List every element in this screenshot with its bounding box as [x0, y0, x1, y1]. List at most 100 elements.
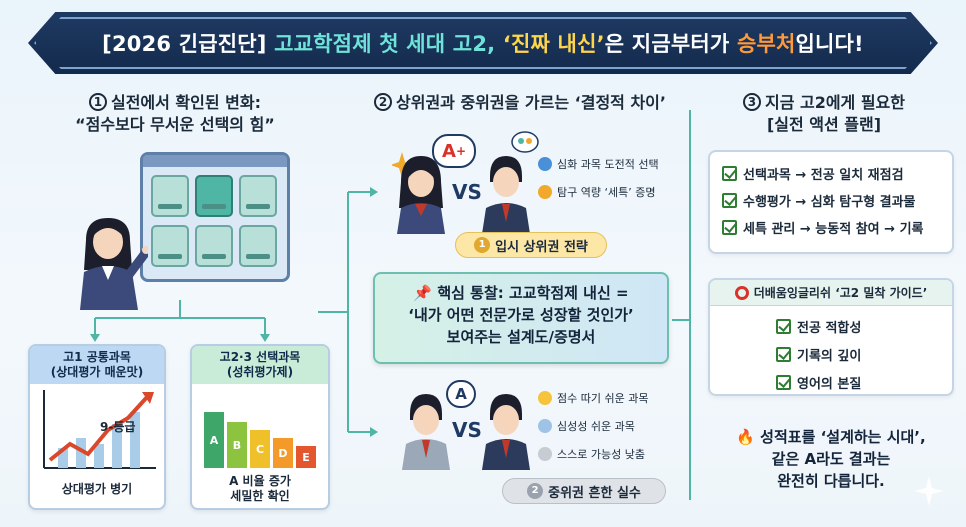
card-common-subjects: 고1 공통과목 (상대평가 매운맛) 9-등급 상대평가 병기 — [28, 344, 166, 510]
checkbox-checked-icon — [722, 166, 737, 181]
card1-footer: 상대평가 병기 — [61, 482, 133, 496]
guide-item: 전공 적합성 — [776, 312, 952, 340]
silver-medal-icon: 2 — [527, 483, 544, 499]
title-subject: 고교학점제 첫 세대 고2, — [274, 32, 503, 56]
grade-bars: A B C D E — [204, 390, 316, 468]
gold-medal-icon: 1 — [474, 237, 491, 253]
insight-box: 📌 핵심 통찰: 고교학점제 내신 = ‘내가 어떤 전문가로 성장할 것인가’… — [373, 272, 669, 364]
grade-a-text: A — [455, 385, 467, 403]
bottom-notes-list: 점수 따기 쉬운 과목 심성성 쉬운 과목 스스로 가능성 낮춤 — [538, 384, 678, 468]
action-item: 선택과목 → 전공 일치 재점검 — [722, 160, 940, 187]
action-plan-box: 선택과목 → 전공 일치 재점검 수행평가 → 심화 탐구형 결과물 세특 관리… — [708, 150, 954, 254]
section1-number: 1 — [88, 93, 107, 111]
guide-title: 더배움잉글리쉬 ‘고2 밀착 가이드’ — [753, 286, 928, 300]
checkbox-checked-icon — [776, 318, 791, 334]
checkbox-checked-icon — [776, 374, 791, 390]
mid-arrow-top — [370, 187, 378, 197]
chart-icon — [151, 225, 189, 267]
idea-bubble-icon — [511, 131, 539, 153]
section3-heading-line2: [실전 액션 플랜] — [766, 115, 882, 134]
page-title: [2026 긴급진단] 고교학점제 첫 세대 고2, ‘진짜 내신’은 지금부터… — [102, 28, 864, 58]
grade-bar-e: E — [296, 446, 316, 468]
bottom-mistake-text: 중위권 흔한 실수 — [548, 485, 641, 501]
title-banner: [2026 긴급진단] 고교학점제 첫 세대 고2, ‘진짜 내신’은 지금부터… — [28, 12, 938, 74]
sparkle-icon — [392, 152, 414, 178]
guide-item-text: 기록의 깊이 — [797, 348, 862, 364]
banner-border — [34, 17, 932, 69]
grade-bar-b: B — [227, 422, 247, 468]
grade-a-plus-text: A — [442, 140, 456, 162]
checkbox-checked-icon — [776, 346, 791, 362]
closing-message: 🔥 성적표를 ‘설계하는 시대’, 같은 A라도 결과는 완전히 다릅니다. — [702, 426, 960, 492]
checkbox-checked-icon — [722, 220, 737, 235]
top-strategy-text: 입시 상위권 전략 — [495, 239, 588, 255]
insight-line1: 📌 핵심 통찰: 고교학점제 내신 = — [413, 284, 629, 302]
card2-footer-line1: A 비율 증가 — [229, 474, 291, 488]
section3-number: 3 — [742, 93, 761, 111]
speech-bubble-grade-a-plus: A+ — [432, 134, 476, 168]
grade-bar-d: D — [273, 438, 293, 468]
screen-title-bar — [143, 155, 287, 167]
top-note-text: 탐구 역량 ‘세특’ 증명 — [557, 185, 656, 199]
top-student-boy-illustration — [482, 156, 530, 234]
title-end: 입니다! — [795, 32, 864, 56]
section2-number: 2 — [374, 93, 393, 111]
card2-subtitle: (성취평가제) — [226, 365, 294, 379]
bottom-note-text: 스스로 가능성 낮춤 — [557, 447, 645, 461]
bottom-note-text: 심성성 쉬운 과목 — [557, 419, 635, 433]
graduation-cap-icon — [195, 175, 233, 217]
top-note-item: 탐구 역량 ‘세특’ 증명 — [538, 178, 678, 206]
bottom-student-boy1-illustration — [402, 394, 450, 470]
grade-bar-c: C — [250, 430, 270, 468]
middle-branch-connector — [318, 191, 372, 433]
section1-heading-line1: 실전에서 확인된 변화: — [110, 93, 262, 112]
checkbox-checked-icon — [722, 193, 737, 208]
card2-title: 고2·3 선택과목 — [219, 350, 301, 364]
bottom-note-item: 심성성 쉬운 과목 — [538, 412, 678, 440]
closing-line1: 🔥 성적표를 ‘설계하는 시대’, — [736, 428, 926, 446]
card2-footer-line2: 세밀한 확인 — [230, 489, 290, 503]
left-arrow-2 — [260, 334, 270, 342]
neutral-face-icon — [538, 419, 552, 433]
speech-bubble-grade-a: A — [446, 380, 476, 408]
left-branch-connector — [94, 300, 266, 336]
top-student-girl-illustration — [397, 156, 445, 234]
section3-heading-line1: 지금 고2에게 필요한 — [764, 93, 906, 112]
grade-bar-a: A — [204, 412, 224, 468]
bottom-student-boy2-illustration — [482, 394, 530, 470]
insight-line3: 보여주는 설계도/증명서 — [446, 328, 596, 346]
guide-item-text: 전공 적합성 — [797, 320, 862, 336]
card-elective-subjects: 고2·3 선택과목 (성취평가제) A B C D E A 비율 증가 세밀한 … — [190, 344, 330, 510]
book-icon — [151, 175, 189, 217]
guide-list: 전공 적합성 기록의 깊이 영어의 본질 — [710, 306, 952, 396]
card1-subtitle: (상대평가 매운맛) — [50, 365, 144, 379]
vs-label-top: VS — [452, 180, 482, 204]
section1-heading-line2: “점수보다 무서운 선택의 힘” — [75, 115, 275, 134]
bottom-note-text: 점수 따기 쉬운 과목 — [557, 391, 649, 405]
action-item: 세특 관리 → 능동적 참여 → 기록 — [722, 214, 940, 241]
right-divider-connector — [672, 110, 691, 500]
gear-icon — [538, 157, 552, 171]
guide-box: 더배움잉글리쉬 ‘고2 밀착 가이드’ 전공 적합성 기록의 깊이 영어의 본질 — [708, 278, 954, 396]
top-notes-list: 심화 과목 도전적 선택 탐구 역량 ‘세특’ 증명 — [538, 150, 678, 206]
rising-trend-chart-icon — [43, 390, 156, 469]
subject-screen-illustration — [140, 152, 290, 282]
vs-label-bottom: VS — [452, 418, 482, 442]
sad-face-icon — [538, 447, 552, 461]
section2-heading-text: 상위권과 중위권을 가르는 ‘결정적 차이’ — [396, 93, 666, 112]
sparkle-star-icon — [914, 476, 944, 506]
bottom-note-item: 점수 따기 쉬운 과목 — [538, 384, 678, 412]
closing-line3: 완전히 다릅니다. — [777, 472, 885, 490]
action-item-text: 선택과목 → 전공 일치 재점검 — [743, 168, 904, 183]
mid-arrow-bottom — [370, 427, 378, 437]
bottom-mistake-tag: 2 중위권 흔한 실수 — [502, 478, 666, 504]
card1-chart-label: 9-등급 — [100, 420, 136, 434]
title-highlight: ‘진짜 내신’ — [502, 32, 605, 56]
guide-item: 영어의 본질 — [776, 368, 952, 396]
action-item-text: 세특 관리 → 능동적 참여 → 기록 — [743, 222, 924, 237]
action-item-text: 수행평가 → 심화 탐구형 결과물 — [743, 195, 916, 210]
title-emphasis: 승부처 — [736, 32, 796, 56]
